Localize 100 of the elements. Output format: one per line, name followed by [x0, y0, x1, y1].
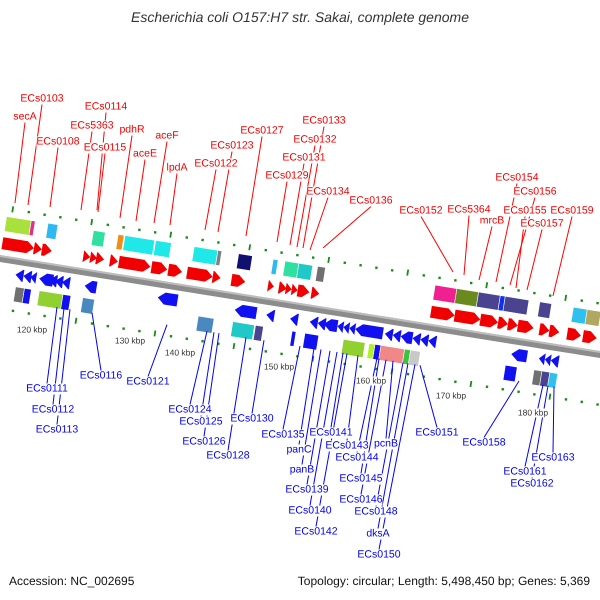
- gene-label: ECs0130: [230, 414, 274, 424]
- gene-label: ECs0142: [294, 526, 338, 538]
- leader-line: [228, 336, 246, 451]
- gene-label: ECs0121: [126, 376, 170, 388]
- gene-label: pdhR: [119, 124, 145, 136]
- gene-label: ECs0132: [293, 134, 337, 146]
- leader-line: [170, 173, 178, 226]
- scale-label: 160 kbp: [356, 376, 386, 386]
- gene-label: ECs0140: [288, 506, 332, 516]
- gene-label: ECs0128: [206, 450, 250, 462]
- scale-label: 170 kbp: [436, 392, 466, 400]
- leader-line: [98, 153, 106, 212]
- gene-label: ECs0143: [325, 440, 369, 452]
- gene-label: secA: [13, 112, 37, 122]
- gene-label: ECs0136: [349, 196, 393, 206]
- genome-info-text: Topology: circular; Length: 5,498,450 bp; Genes: 5,369: [298, 574, 590, 588]
- leader-line: [92, 312, 102, 371]
- leader-line: [80, 131, 92, 210]
- leader-line: [322, 206, 372, 248]
- leader-line: [524, 384, 544, 467]
- gene-label: ECs0125: [179, 416, 223, 428]
- leader-line: [346, 354, 358, 441]
- gene-label: ECs0111: [26, 384, 68, 394]
- leader-line: [378, 364, 416, 550]
- leader-line: [552, 216, 572, 296]
- gene-label: ECs0123: [210, 140, 254, 152]
- gene-label: ECs0145: [339, 474, 383, 484]
- leader-line: [420, 216, 454, 272]
- leader-line: [154, 141, 168, 224]
- accession-text: Accession: NC_002695: [9, 574, 134, 588]
- gene-label: ECs0129: [265, 170, 309, 182]
- gene-label: ECs0141: [309, 428, 353, 438]
- gene-label: ECs0155: [503, 206, 547, 216]
- gene-label: ECs0113: [36, 424, 78, 436]
- leader-line: [276, 181, 288, 242]
- leader-line: [46, 306, 58, 384]
- gene-label: ECs0114: [84, 102, 128, 112]
- gene-label: lpdA: [166, 162, 188, 174]
- leader-line: [252, 340, 264, 414]
- gene-label: ECs0134: [306, 186, 350, 198]
- leader-line: [516, 216, 526, 288]
- scale-label: 120 kbp: [16, 326, 48, 334]
- leader-line: [14, 122, 26, 204]
- gene-label: ECs0161: [503, 466, 547, 478]
- gene-label: ECs0131: [282, 152, 326, 164]
- leader-line: [200, 332, 214, 417]
- leader-line: [136, 159, 146, 222]
- scale-label: 180 kbp: [518, 408, 548, 418]
- leader-line: [298, 348, 314, 445]
- leader-line: [310, 351, 338, 506]
- leader-line: [464, 215, 470, 276]
- gene-label: mrcB: [480, 216, 504, 226]
- gene-label: ECs0152: [399, 206, 443, 216]
- gene-label: ECs0127: [240, 126, 284, 136]
- gene-label: ECs0159: [550, 206, 594, 216]
- gene-label: ECs0150: [357, 550, 401, 560]
- gene-label: panB: [290, 464, 314, 476]
- leader-line: [190, 330, 208, 405]
- leader-line: [282, 346, 300, 430]
- map-title: Escherichia coli O157:H7 str. Sakai, complete genome: [130, 9, 470, 25]
- leader-line: [246, 136, 262, 236]
- gene-label: ECs5364: [447, 204, 491, 216]
- leader-line: [552, 386, 554, 453]
- leader-line: [52, 308, 64, 405]
- gene-label: aceE: [133, 148, 157, 160]
- leader-line: [478, 226, 492, 280]
- gene-label: ECs0158: [462, 438, 506, 448]
- gene-label: ECs0108: [36, 136, 80, 148]
- leader-line: [526, 229, 542, 290]
- scale-label: 140 kbp: [164, 348, 196, 358]
- leader-line: [420, 364, 438, 428]
- leader-line: [484, 380, 520, 438]
- leader-line: [330, 352, 344, 428]
- scale-label: 150 kbp: [264, 362, 294, 372]
- leader-line: [378, 362, 408, 529]
- gene-label: ECs0112: [32, 404, 74, 416]
- gene-label: ECs0151: [415, 428, 459, 438]
- leader-line: [310, 197, 328, 250]
- leader-line: [120, 135, 132, 218]
- gene-label: ECs0116: [80, 370, 122, 382]
- leader-line: [302, 348, 322, 465]
- gene-label: aceF: [155, 130, 179, 142]
- scale-label: 130 kbp: [114, 336, 146, 346]
- gene-label: ECs0124: [168, 404, 212, 416]
- leader-line: [28, 104, 42, 206]
- gene-label: ECs0139: [285, 484, 329, 496]
- gene-label: ECs0122: [194, 158, 238, 170]
- gene-label: ECs0126: [182, 436, 226, 448]
- gene-label: ECs0135: [261, 430, 305, 440]
- leader-line: [204, 169, 216, 230]
- gene-label: ECs0133: [302, 116, 346, 126]
- gene-label: pcnB: [374, 438, 398, 450]
- gene-label: ECs5363: [70, 120, 114, 132]
- leader-line: [386, 360, 394, 439]
- gene-label: ECs0148: [354, 506, 398, 518]
- gene-label: dksA: [366, 528, 390, 540]
- leader-line: [50, 147, 58, 208]
- gene-label: ECs0154: [495, 172, 539, 184]
- gene-label: ECs0115: [84, 142, 126, 154]
- gene-label: ECs0144: [335, 452, 379, 464]
